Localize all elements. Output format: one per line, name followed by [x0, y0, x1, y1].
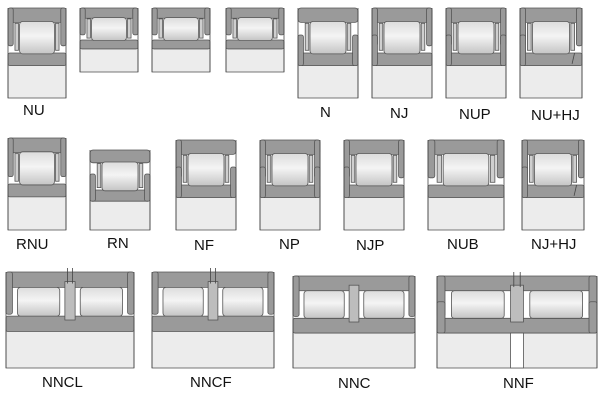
bearing-nu3	[151, 7, 211, 73]
bearing-nu4	[225, 7, 285, 73]
bearing-np	[259, 139, 321, 231]
label-nncf: NNCF	[190, 374, 232, 391]
bearing-nu	[7, 7, 67, 99]
bearing-rn	[89, 149, 151, 231]
label-n: N	[320, 104, 331, 121]
bearing-nnf	[436, 272, 598, 369]
label-nu: NU	[23, 102, 45, 119]
bearing-njp	[343, 139, 405, 231]
bearing-rnu	[7, 137, 67, 231]
bearing-nuhj	[519, 7, 583, 99]
label-nnc: NNC	[338, 375, 371, 392]
label-nf: NF	[194, 237, 214, 254]
label-rn: RN	[107, 235, 129, 252]
label-rnu: RNU	[16, 236, 49, 253]
label-nncl: NNCL	[42, 374, 83, 391]
bearing-nj	[371, 7, 433, 99]
bearing-njhj	[521, 139, 585, 231]
label-nj: NJ	[390, 105, 409, 122]
bearing-n	[297, 7, 359, 99]
bearing-nncf	[151, 268, 275, 369]
label-nub: NUB	[447, 236, 479, 253]
bearing-nu2	[79, 7, 139, 73]
label-np: NP	[279, 236, 300, 253]
bearing-nup	[445, 7, 507, 99]
label-nu-hj: NU+HJ	[531, 107, 580, 124]
label-nup: NUP	[459, 106, 491, 123]
bearing-nnc	[292, 275, 416, 369]
label-nnf: NNF	[503, 375, 534, 392]
bearing-nncl	[5, 268, 135, 369]
bearing-nub	[427, 139, 505, 231]
bearing-nf	[175, 139, 237, 231]
label-njp: NJP	[356, 237, 385, 254]
label-nj-hj: NJ+HJ	[531, 236, 577, 253]
